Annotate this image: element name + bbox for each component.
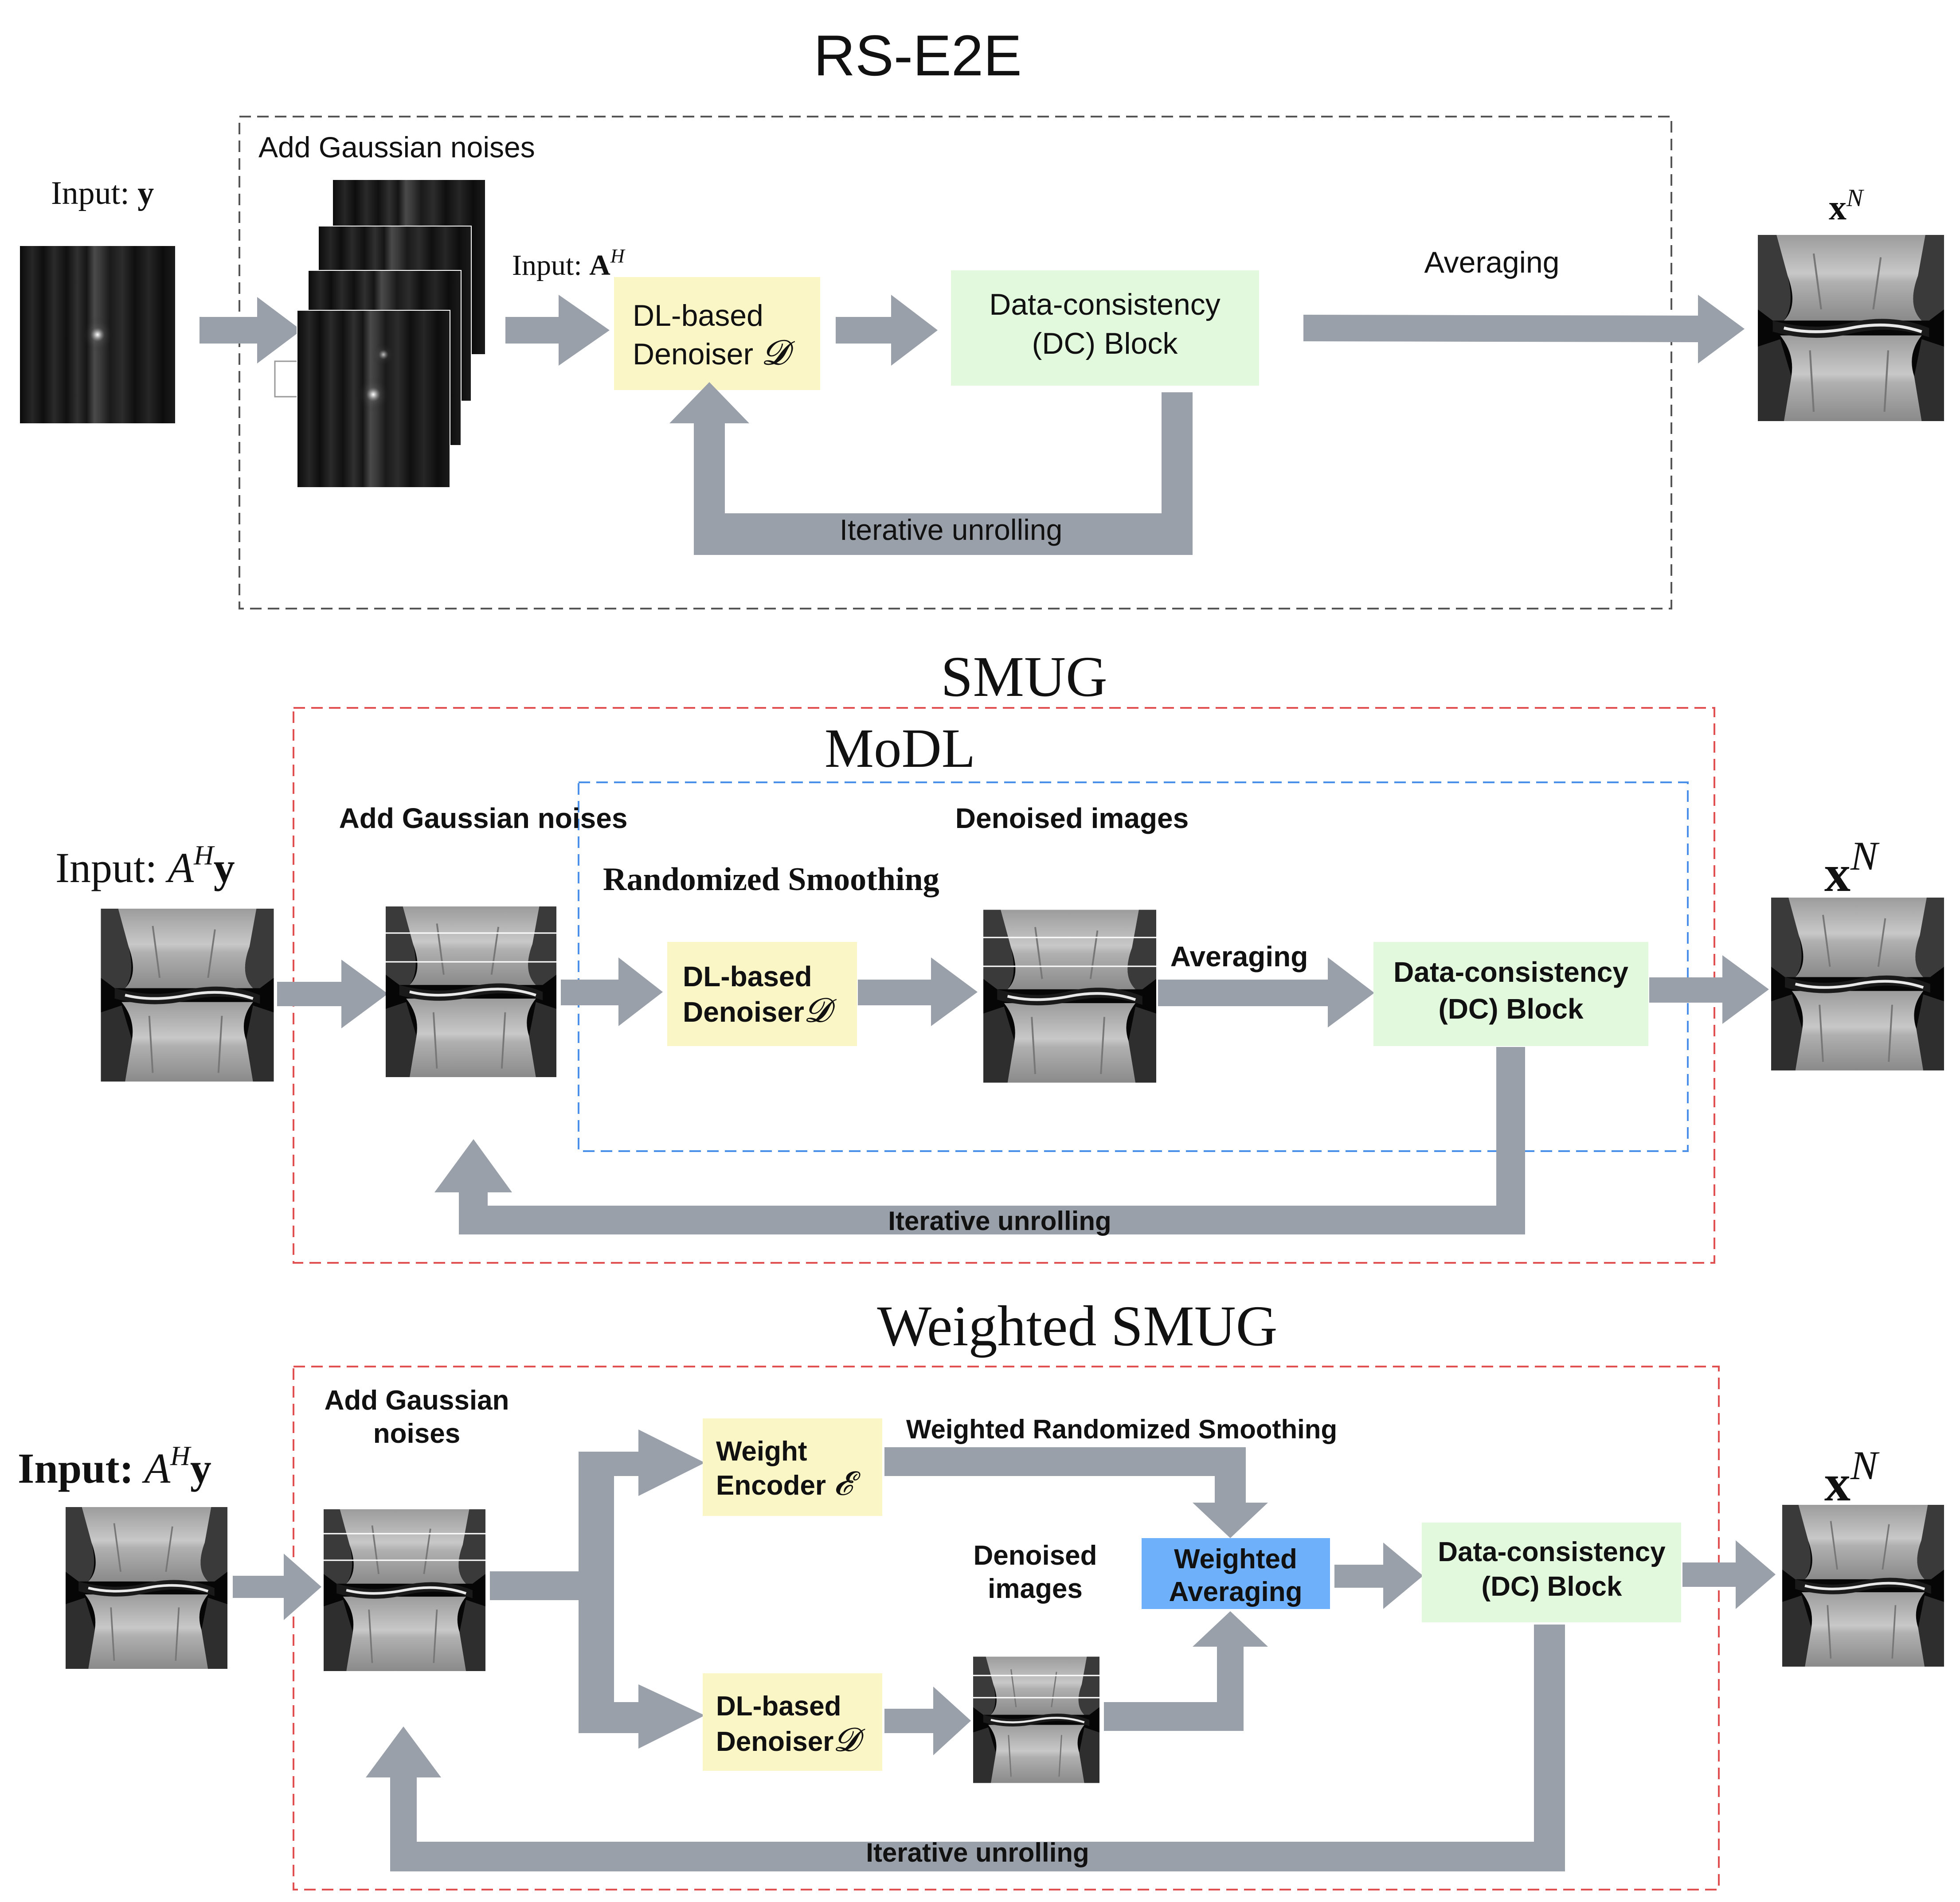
panel2-arrow-averaging — [1158, 957, 1374, 1027]
panel1-input-label: Input: y — [51, 175, 154, 211]
panel2-denoiser-line1: DL-based — [683, 961, 812, 992]
panel2-noisy-knee-stack — [386, 875, 556, 1077]
panel1-unrolling-loop — [669, 382, 1193, 555]
panel3-unrolling-label: Iterative unrolling — [866, 1838, 1089, 1867]
panel1-denoiser-line1: DL-based — [633, 299, 763, 332]
panel3-arrow-to-dc — [1334, 1543, 1423, 1609]
panel3-arrow-encoder-to-avg — [884, 1447, 1268, 1538]
panel3-split-arrows — [490, 1429, 705, 1749]
panel1-output-knee-image — [1758, 235, 1944, 421]
panel1-noise-label: Add Gaussian noises — [258, 131, 535, 164]
panel2-input-knee-image — [101, 909, 274, 1082]
panel2-denoised-knee-stack — [983, 879, 1156, 1083]
panel1-dc-line2: (DC) Block — [1032, 327, 1178, 360]
panel3-arrow-input — [233, 1554, 321, 1620]
panel3-output-label: xN — [1824, 1443, 1880, 1512]
panel2-averaging-label: Averaging — [1170, 941, 1308, 972]
panel3-denoised-line2: images — [988, 1574, 1083, 1604]
panel3-noise-label-line1: Add Gaussian — [325, 1385, 509, 1416]
panel3-dc-box — [1422, 1523, 1681, 1622]
panel2-dc-line2: (DC) Block — [1438, 993, 1584, 1025]
panel3-dc-line2: (DC) Block — [1482, 1571, 1622, 1602]
panel3-denoiser-line1: DL-based — [716, 1691, 841, 1722]
panel1-ah-label: Input: AH — [512, 245, 626, 281]
panel-weighted-smug: Weighted SMUG Input: AHy Add Gaussian no… — [18, 1294, 1944, 1890]
panel2-arrow-output — [1649, 955, 1769, 1024]
panel1-denoiser-line2: Denoiser 𝓓 — [633, 333, 795, 372]
panel2-subtitle: MoDL — [825, 718, 975, 779]
panel1-dashed-frame — [239, 116, 1672, 609]
panel3-encoder-box — [703, 1418, 882, 1516]
panel2-input-label: Input: AHy — [55, 840, 235, 891]
panel1-dc-line1: Data-consistency — [989, 288, 1221, 321]
panel3-wrs-label: Weighted Randomized Smoothing — [906, 1414, 1337, 1444]
panel1-denoiser-box — [614, 277, 820, 390]
panel3-denoiser-box — [703, 1673, 882, 1771]
panel3-arrow-denoised-to-avg — [1104, 1611, 1268, 1731]
panel3-input-label: Input: AHy — [18, 1441, 211, 1492]
panel1-output-label: xN — [1829, 184, 1864, 227]
panel3-weighted-avg-box — [1142, 1538, 1330, 1609]
panel2-arrow-to-denoiser — [561, 957, 663, 1026]
panel-rs-e2e: RS-E2E Add Gaussian noises Input: y Inpu… — [20, 23, 1944, 609]
panel1-dc-box — [951, 270, 1259, 386]
panel1-noisy-kspace-stack — [274, 179, 486, 488]
panel3-weighted-avg-line2: Averaging — [1169, 1577, 1303, 1607]
panel1-input-kspace-image — [20, 246, 175, 423]
panel3-denoised-line1: Denoised — [973, 1540, 1097, 1571]
panel3-output-knee-image — [1782, 1505, 1944, 1667]
panel2-arrow-input — [277, 960, 388, 1028]
panel1-arrow-to-dc — [836, 295, 938, 366]
panel3-arrow-output — [1682, 1540, 1776, 1609]
panel2-denoiser-line2: Denoiser𝓓 — [683, 992, 837, 1029]
panel3-unrolling-loop — [366, 1625, 1565, 1871]
panel2-arrow-to-denoised — [858, 957, 978, 1026]
panel3-weighted-avg-line1: Weighted — [1174, 1544, 1297, 1574]
panel1-unrolling-label: Iterative unrolling — [840, 513, 1063, 546]
panel1-arrow-averaging — [1303, 295, 1745, 363]
panel2-noise-label: Add Gaussian noises — [339, 802, 628, 834]
panel1-averaging-label: Averaging — [1424, 246, 1560, 279]
panel3-denoised-knee-stack — [973, 1630, 1099, 1783]
panel3-noise-label-line2: noises — [373, 1418, 460, 1449]
panel2-denoiser-box — [667, 942, 857, 1046]
panel2-unrolling-loop — [434, 1047, 1525, 1234]
panel1-arrow-to-denoiser — [505, 295, 610, 366]
panel3-denoiser-line2: Denoiser𝓓 — [716, 1722, 865, 1758]
panel1-title: RS-E2E — [814, 23, 1022, 88]
panel2-unrolling-label: Iterative unrolling — [888, 1206, 1111, 1236]
panel3-input-knee-image — [66, 1507, 227, 1669]
panel3-encoder-line2: Encoder 𝓔 — [716, 1466, 861, 1502]
panel3-arrow-to-denoised — [884, 1687, 971, 1755]
panel2-dc-line1: Data-consistency — [1393, 956, 1628, 988]
panel2-dc-box — [1373, 942, 1648, 1046]
panel2-output-label: xN — [1824, 833, 1880, 902]
panel3-dc-line1: Data-consistency — [1438, 1537, 1666, 1567]
panel-smug: SMUG MoDL Input: AHy Add Gaussian noises… — [55, 645, 1944, 1264]
panel2-output-knee-image — [1771, 898, 1944, 1070]
panel2-blue-dashed-frame — [578, 781, 1689, 1152]
panel2-rs-label: Randomized Smoothing — [603, 861, 939, 898]
panel2-title: SMUG — [941, 645, 1107, 709]
panel3-noisy-knee-stack — [324, 1480, 485, 1671]
panel2-denoised-label: Denoised images — [955, 802, 1189, 834]
panel3-title: Weighted SMUG — [877, 1294, 1277, 1358]
panel3-encoder-line1: Weight — [716, 1436, 807, 1467]
panel3-red-dashed-frame — [293, 1366, 1720, 1890]
panel1-arrow-input — [200, 297, 301, 363]
